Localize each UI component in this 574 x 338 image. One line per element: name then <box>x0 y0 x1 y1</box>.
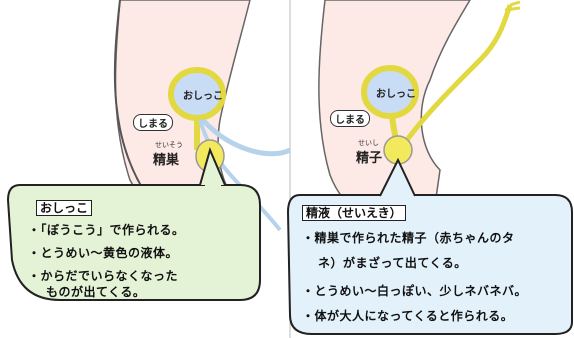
left-bubble-tail <box>199 147 226 186</box>
right-speech-bubble <box>286 194 573 335</box>
left-bubble-line-1: ・「ぼうこう」で作られる。 <box>28 223 185 237</box>
right-testis-label: 精子 <box>356 151 383 166</box>
right-testis-ruby: せいし <box>358 139 379 147</box>
left-testis-label: 精巣 <box>153 153 180 168</box>
left-bubble-title: おしっこ <box>36 200 93 216</box>
right-kidney-label: しまる <box>330 110 370 127</box>
left-bladder-label: おしっこ <box>183 91 223 102</box>
left-bubble-line-2: ・とうめい～黄色の液体。 <box>28 246 179 260</box>
right-bladder <box>361 65 419 119</box>
right-bladder-label: おしっこ <box>376 89 416 100</box>
right-bubble-tail <box>379 157 416 197</box>
right-bubble-line-3: ・とうめい～白っぽい、少しネバネバ。 <box>302 284 528 298</box>
right-burst-lines <box>504 0 521 12</box>
left-bubble-line-3: ・からだでいらなくなった <box>28 269 179 283</box>
right-spermatic-duct <box>397 4 513 152</box>
right-bubble-title: 精液（せいえき） <box>302 205 406 221</box>
left-urethra <box>201 118 292 157</box>
left-bubble-line-4: ものが出てくる。 <box>46 285 146 299</box>
left-urethra-lower <box>198 119 282 232</box>
right-bubble-line-1: ・精巣で作られた精子（赤ちゃんのタ <box>302 231 515 245</box>
left-kidney-label: しまる <box>133 114 173 131</box>
left-testis-ruby: せいそう <box>155 141 183 149</box>
right-bubble-line-4: ・体が大人になってくると作られる。 <box>302 309 514 323</box>
right-bubble-line-2: ネ）がまざって出てくる。 <box>318 256 467 270</box>
